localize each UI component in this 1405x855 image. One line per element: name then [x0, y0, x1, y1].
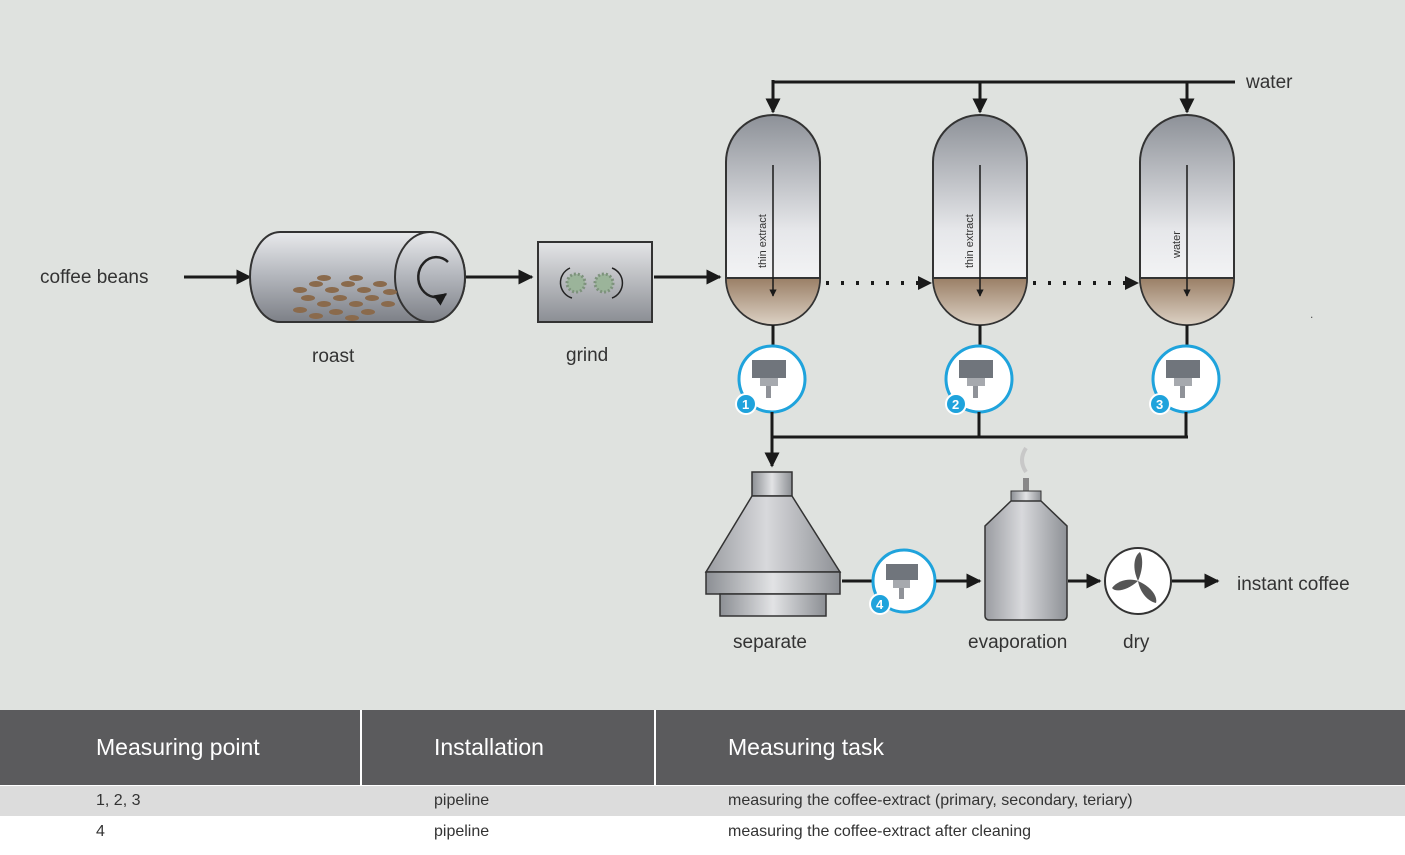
label-roast: roast	[312, 346, 355, 367]
sensor-4: 4	[869, 548, 937, 615]
label-coffee-beans: coffee beans	[40, 267, 148, 288]
table-row: 1, 2, 3 pipeline measuring the coffee-ex…	[0, 785, 1405, 816]
label-dry: dry	[1123, 632, 1150, 653]
dryer	[1104, 547, 1172, 615]
label-instant-coffee: instant coffee	[1237, 574, 1350, 595]
sensor-2: 2	[944, 344, 1014, 415]
sensor-1: 1	[735, 344, 807, 415]
cell-measuring-point: 1, 2, 3	[96, 792, 141, 809]
sensor-3-number: 3	[1156, 397, 1163, 412]
cell-measuring-task: measuring the coffee-extract (primary, s…	[728, 792, 1133, 809]
svg-text:.: .	[1310, 307, 1313, 321]
sensor-1-number: 1	[742, 397, 749, 412]
header-measuring-point: Measuring point	[96, 734, 260, 760]
sensor-2-number: 2	[952, 397, 959, 412]
sensor-3: 3	[1149, 344, 1221, 415]
grinder	[537, 241, 653, 323]
label-grind: grind	[566, 345, 608, 366]
label-water-top: water	[1245, 72, 1293, 93]
table-row: 4 pipeline measuring the coffee-extract …	[0, 816, 1405, 847]
roast-drum	[249, 231, 466, 323]
measuring-table: Measuring point Installation Measuring t…	[0, 710, 1405, 847]
separator	[704, 471, 842, 617]
evaporator	[984, 446, 1068, 621]
table-header: Measuring point Installation Measuring t…	[0, 710, 1405, 785]
tank3-label: water	[1171, 231, 1183, 259]
extraction-tank-1: thin extract	[725, 114, 821, 326]
extraction-tank-2: thin extract	[932, 114, 1028, 326]
label-separate: separate	[733, 632, 807, 653]
cell-measuring-point: 4	[96, 823, 105, 840]
header-installation: Installation	[360, 710, 654, 785]
process-diagram: coffee beans roast grind water	[0, 0, 1405, 710]
tank2-label: thin extract	[964, 214, 976, 268]
cell-installation: pipeline	[434, 823, 490, 840]
label-evaporation: evaporation	[968, 632, 1067, 653]
sensor-4-number: 4	[876, 597, 884, 612]
cell-measuring-task: measuring the coffee-extract after clean…	[728, 823, 1031, 840]
header-measuring-task: Measuring task	[654, 710, 1405, 785]
tank1-label: thin extract	[757, 214, 769, 268]
extraction-tank-3: water	[1139, 114, 1235, 326]
cell-installation: pipeline	[434, 792, 490, 809]
